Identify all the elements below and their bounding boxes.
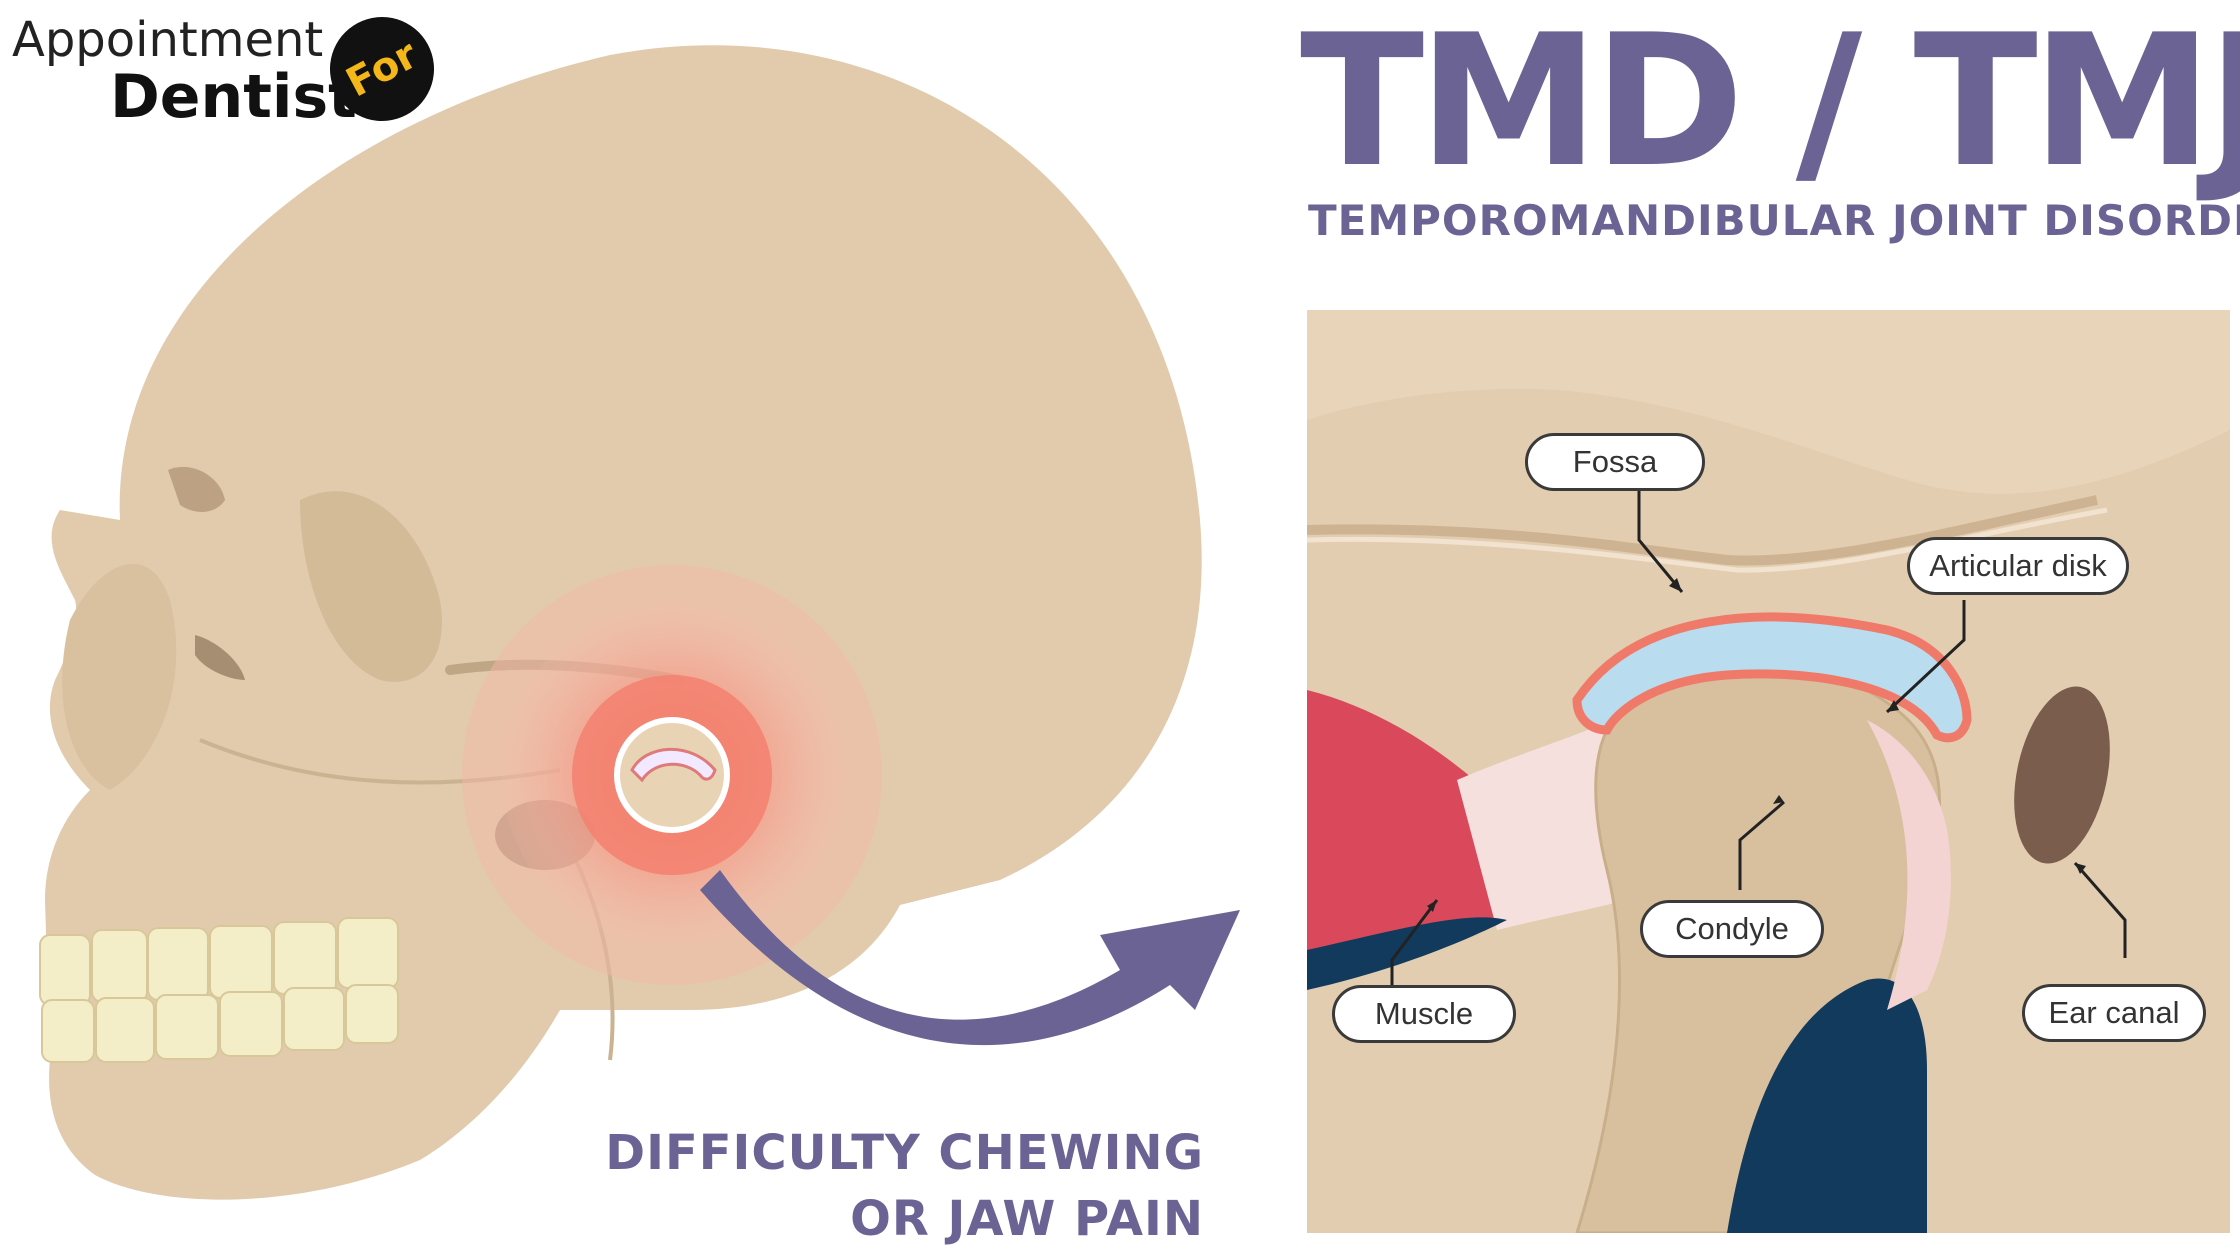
brand-logo: Appointment Dentist For	[12, 0, 453, 140]
face-shadow	[62, 563, 177, 790]
label-condyle: Condyle	[1640, 900, 1824, 958]
label-muscle: Muscle	[1332, 985, 1516, 1043]
joint-center	[614, 717, 730, 833]
teeth	[39, 917, 399, 1063]
callout-arrowheads	[1427, 578, 2086, 912]
label-fossa: Fossa	[1525, 433, 1705, 491]
ligament-fibers	[1457, 720, 1627, 930]
page-subtitle: TEMPOROMANDIBULAR JOINT DISORDER	[1308, 196, 2240, 245]
caption-line-2: OR JAW PAIN	[850, 1191, 1204, 1247]
skull-illustration	[39, 45, 1240, 1200]
nasal-cavity	[195, 635, 245, 680]
logo-text-appointment: Appointment	[12, 12, 324, 68]
page-title: TMD / TMJ	[1300, 0, 2240, 207]
cheekbone	[300, 491, 442, 682]
retro-ligament	[1867, 720, 1951, 1010]
muscle-tissue	[1307, 690, 1537, 980]
nerve-tissue	[1307, 917, 1507, 990]
nerve-bundle	[1727, 978, 1927, 1233]
joint-disk-small	[630, 747, 717, 783]
symptom-caption: DIFFICULTY CHEWING OR JAW PAIN	[605, 1120, 1204, 1252]
label-articular-disk: Articular disk	[1907, 537, 2129, 595]
fossa-ridge	[1307, 495, 2099, 566]
eye-socket	[168, 466, 225, 512]
label-ear-canal: Ear canal	[2022, 984, 2206, 1042]
joint-anatomy-illustration	[1307, 310, 2230, 1233]
articular-disk-shape	[1572, 612, 1972, 743]
bone-edge	[1307, 507, 2108, 573]
pointer-arrow	[700, 870, 1240, 1046]
joint-detail-panel: Fossa Articular disk Condyle Muscle Ear …	[1307, 310, 2230, 1233]
logo-text-dentist: Dentist	[110, 62, 357, 132]
skull-base-upper	[1307, 310, 2230, 494]
ear-canal-shape	[2014, 686, 2110, 864]
caption-line-1: DIFFICULTY CHEWING	[605, 1125, 1204, 1181]
